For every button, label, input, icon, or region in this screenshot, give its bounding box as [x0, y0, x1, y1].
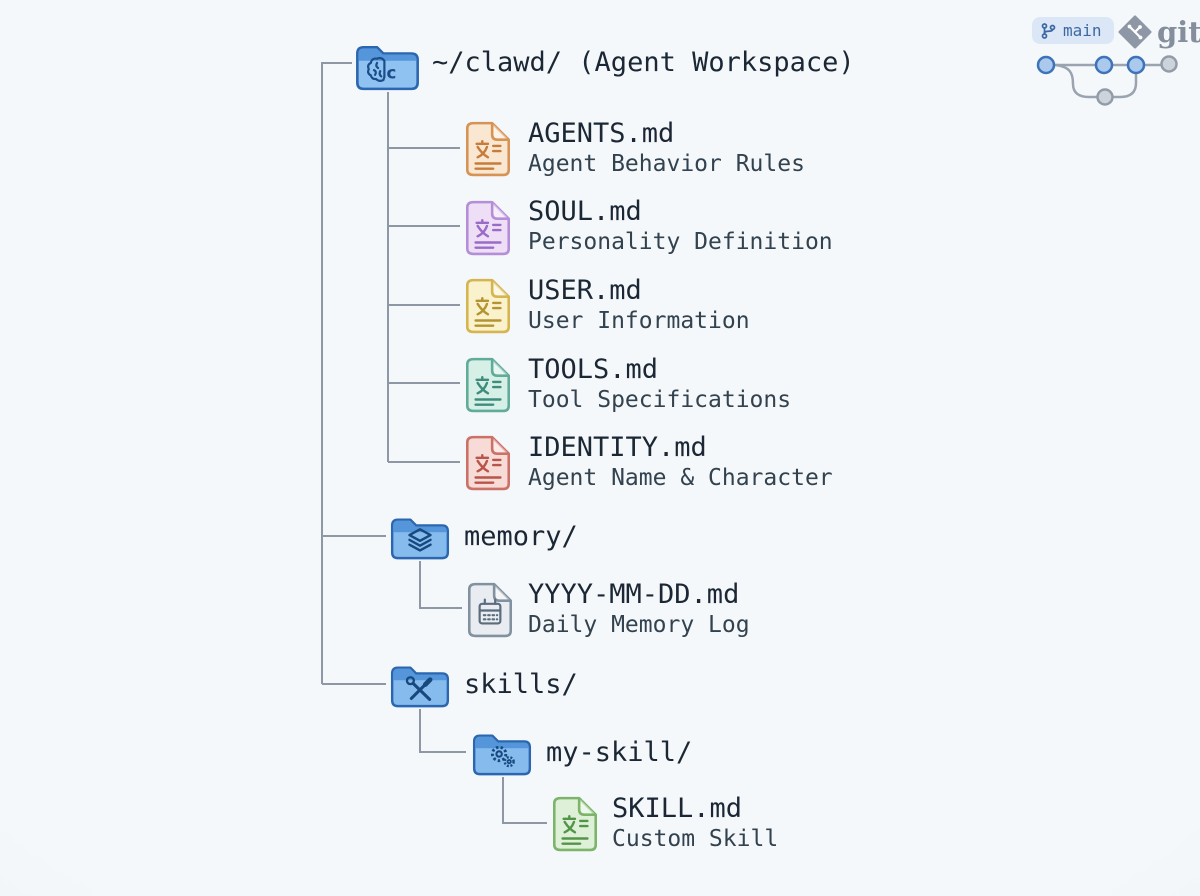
- file-icon-agents: [465, 121, 511, 177]
- doc-text-glyph: [474, 140, 502, 170]
- root-folder-label: ~/clawd/ (Agent Workspace): [432, 47, 855, 78]
- file-desc: Agent Name & Character: [528, 465, 833, 491]
- file-desc: User Information: [528, 308, 750, 334]
- file-desc: Personality Definition: [528, 229, 833, 255]
- branch-badge-label: main: [1063, 21, 1102, 40]
- file-name: USER.md: [528, 275, 642, 306]
- doc-text-glyph: [474, 297, 502, 327]
- brain-glyph: [367, 56, 386, 82]
- file-icon-soul: [465, 200, 511, 256]
- git-branch-icon: [1041, 22, 1056, 39]
- file-desc: Daily Memory Log: [528, 612, 750, 638]
- doc-text-glyph: [474, 454, 502, 484]
- file-name: SKILL.md: [612, 793, 743, 824]
- doc-text-glyph: [561, 815, 589, 845]
- root-folder-brain-icon: c: [356, 45, 419, 91]
- file-name: IDENTITY.md: [528, 432, 707, 463]
- skills-folder-label: skills/: [464, 669, 578, 700]
- gears-glyph: [490, 745, 515, 768]
- calendar-glyph: [478, 598, 502, 625]
- memory-folder-icon: [390, 518, 450, 560]
- layers-glyph: [408, 528, 432, 552]
- git-commit-nodes: [1036, 55, 1178, 106]
- memory-folder-label: memory/: [464, 521, 578, 552]
- file-desc: Agent Behavior Rules: [528, 151, 805, 177]
- file-icon-tools: [465, 357, 511, 413]
- branch-badge: main: [1032, 17, 1114, 44]
- file-icon-skill: [552, 796, 598, 852]
- doc-text-glyph: [474, 219, 502, 249]
- git-logo-label: git: [1157, 14, 1200, 49]
- file-name: AGENTS.md: [528, 118, 675, 149]
- file-name: YYYY-MM-DD.md: [528, 579, 740, 610]
- skills-folder-icon: [390, 666, 450, 708]
- file-desc: Tool Specifications: [528, 387, 792, 413]
- file-icon-identity: [465, 435, 511, 491]
- file-icon-user: [465, 278, 511, 334]
- my-skill-folder-icon: [472, 734, 532, 776]
- my-skill-folder-label: my-skill/: [546, 737, 693, 768]
- git-diamond-icon: [1118, 15, 1152, 49]
- file-desc: Custom Skill: [612, 826, 779, 852]
- tools-glyph: [405, 676, 433, 701]
- doc-text-glyph: [474, 376, 502, 406]
- svg-text:c: c: [386, 63, 396, 82]
- file-name: SOUL.md: [528, 196, 642, 227]
- git-logo: git: [1118, 15, 1200, 49]
- file-name: TOOLS.md: [528, 354, 659, 385]
- file-icon-daily-log: [467, 582, 513, 638]
